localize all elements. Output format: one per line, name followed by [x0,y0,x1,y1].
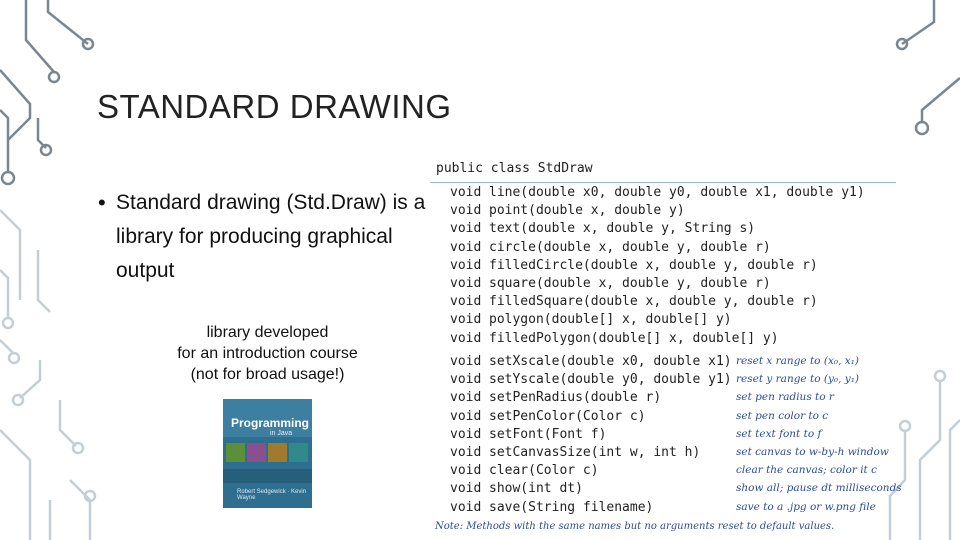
bullet-line: output [116,259,175,282]
method-description: reset y range to (y₀, y₁) [736,373,860,386]
return-type: void [450,276,482,291]
return-type: void [450,499,482,515]
method-signature: clear(Color c) [489,463,599,479]
header-rule [430,182,896,183]
method-signature: setCanvasSize(int w, int h) [489,445,701,460]
method-signature: filledPolygon(double[] x, double[] y) [489,330,779,346]
method-signature: line(double x0, double y0, double x1, do… [489,185,865,200]
return-type: void [450,445,482,460]
book-title: Programming [231,416,310,430]
bullet-text: Standard drawing (Std.Draw) is a library… [116,186,428,288]
method-signature: setYscale(double y0, double y1) [489,372,732,388]
method-description: reset x range to (x₀, x₁) [736,355,859,367]
method-signature: polygon(double[] x, double[] y) [489,312,732,328]
method-signature: circle(double x, double y, double r) [489,239,771,255]
method-description: set pen color to c [736,409,829,422]
note-line: library developed [206,324,329,341]
method-signature: text(double x, double y, String s) [489,221,756,237]
method-signature: point(double x, double y) [489,203,685,219]
method-signature: setPenColor(Color c) [489,408,646,424]
method-description: set pen radius to r [736,391,834,404]
cover-tile [247,443,266,462]
cover-tile [226,443,245,462]
return-type: void [450,330,482,346]
bullet-line: Standard drawing (Std.Draw) is a [116,191,426,214]
library-note: library developed for an introduction co… [150,322,385,385]
note-line: (not for broad usage!) [190,366,345,383]
method-signature: setPenRadius(double r) [489,390,662,406]
return-type: void [450,203,482,219]
return-type: void [450,257,482,273]
method-signature: setFont(Font f) [489,426,607,442]
return-type: void [450,239,482,255]
method-signature: setXscale(double x0, double x1) [489,354,732,369]
method-signature: save(String filename) [489,499,654,515]
book-subtitle: in Java [270,430,293,437]
return-type: void [450,185,482,200]
method-description: show all; pause dt milliseconds [736,482,902,495]
return-type: void [450,426,482,442]
return-type: void [450,372,482,388]
return-type: void [450,294,482,310]
class-declaration: public class StdDraw [436,161,593,176]
slide-title: STANDARD DRAWING [97,88,452,125]
method-description: set text font to f [736,427,822,440]
stddraw-api-table: public class StdDraw void line(double x0,… [430,158,902,540]
bullet-line: library for producing graphical [116,225,393,248]
return-type: void [450,463,482,479]
method-description: set canvas to w-by-h window [736,446,889,458]
bullet-dot-icon: • [98,190,106,215]
return-type: void [450,390,482,406]
book-authors: Robert Sedgewick · Kevin Wayne [237,489,307,501]
cover-tile [289,443,308,462]
method-description: save to a .jpg or w.png file [736,500,876,513]
method-signature: filledSquare(double x, double y, double … [489,294,818,310]
cover-tile [268,443,287,462]
bullet-point: • Standard drawing (Std.Draw) is a libra… [98,186,428,288]
return-type: void [450,354,482,369]
return-type: void [450,481,482,497]
book-cover-image: Programming in Java Robert Sedgewick · K… [223,399,312,508]
return-type: void [450,408,482,424]
note-line: for an introduction course [177,345,358,362]
return-type: void [450,221,482,237]
api-footnote: Note: Methods with the same names but no… [435,521,835,532]
method-signature: filledCircle(double x, double y, double … [489,257,818,273]
method-description: clear the canvas; color it c [736,464,877,477]
return-type: void [450,312,482,328]
method-signature: show(int dt) [489,481,583,497]
method-signature: square(double x, double y, double r) [489,276,771,291]
